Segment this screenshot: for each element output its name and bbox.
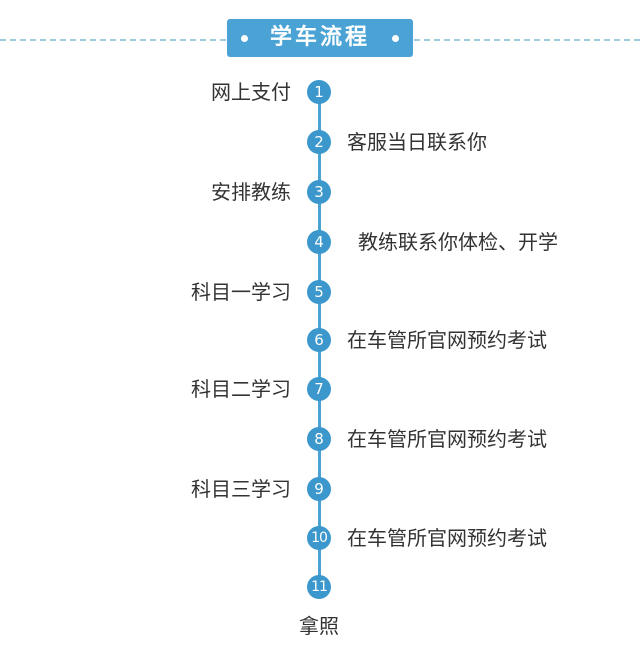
header-dashed-line-left [0, 39, 226, 41]
step-circle-1: 1 [307, 80, 331, 104]
step-label-7: 科目二学习 [191, 377, 291, 401]
step-circle-3: 3 [307, 180, 331, 204]
title-banner: 学车流程 [227, 19, 413, 57]
step-circle-5: 5 [307, 280, 331, 304]
step-label-9: 科目三学习 [191, 477, 291, 501]
step-circle-2: 2 [307, 130, 331, 154]
step-label-2: 客服当日联系你 [347, 130, 487, 154]
step-label-11: 拿照 [299, 614, 339, 638]
step-label-3: 安排教练 [211, 180, 291, 204]
step-label-5: 科目一学习 [191, 280, 291, 304]
title-dot-left [241, 35, 248, 42]
step-circle-10: 10 [307, 526, 331, 550]
step-circle-6: 6 [307, 328, 331, 352]
step-circle-11: 11 [307, 575, 331, 599]
step-label-4: 教练联系你体检、开学 [358, 230, 558, 254]
step-label-1: 网上支付 [211, 80, 291, 104]
step-label-6: 在车管所官网预约考试 [347, 328, 547, 352]
header-dashed-line-right [414, 39, 640, 41]
step-circle-8: 8 [307, 427, 331, 451]
page-title: 学车流程 [269, 25, 370, 50]
step-label-10: 在车管所官网预约考试 [347, 526, 547, 550]
step-circle-7: 7 [307, 377, 331, 401]
step-label-8: 在车管所官网预约考试 [347, 427, 547, 451]
step-circle-4: 4 [307, 230, 331, 254]
step-circle-9: 9 [307, 477, 331, 501]
title-dot-right [392, 35, 399, 42]
